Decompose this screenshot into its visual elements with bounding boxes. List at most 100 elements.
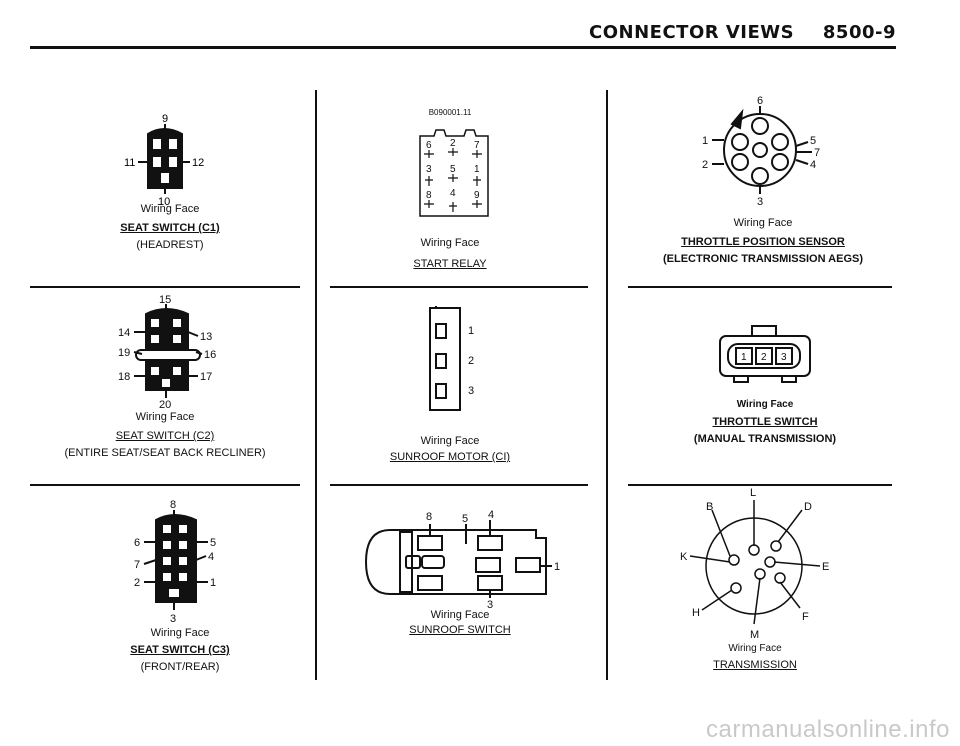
connector-name: THROTTLE SWITCH xyxy=(712,416,818,428)
pin-label: 3 xyxy=(487,599,493,611)
pin-label: 6 xyxy=(426,140,432,151)
throttle-switch-diagram: 1 2 3 xyxy=(719,325,811,383)
wiring-face-label: Wiring Face xyxy=(140,203,200,215)
pin-label: 5 xyxy=(210,537,216,549)
throttle-position-sensor-caption: Wiring Face THROTTLE POSITION SENSOR (EL… xyxy=(618,216,908,266)
pin-label: 3 xyxy=(757,196,763,208)
seat-switch-c3-caption: Wiring Face SEAT SWITCH (C3) (FRONT/REAR… xyxy=(100,626,260,674)
row-divider xyxy=(330,484,588,486)
pin-label: 1 xyxy=(702,135,708,147)
pin-label: B xyxy=(706,501,713,513)
seat-switch-c2-caption: Wiring Face SEAT SWITCH (C2) (ENTIRE SEA… xyxy=(30,410,300,460)
pin-label: 14 xyxy=(118,327,130,339)
pin-label: 15 xyxy=(159,294,171,306)
pin-label: 7 xyxy=(474,140,480,151)
pin-label: D xyxy=(804,501,812,513)
column-divider-right xyxy=(606,90,608,680)
seat-switch-c1-caption: Wiring Face SEAT SWITCH (C1) (HEADREST) xyxy=(90,202,250,252)
start-relay-caption: Wiring Face START RELAY xyxy=(380,236,520,271)
pin-label: 1 xyxy=(554,561,560,573)
wiring-face-label: Wiring Face xyxy=(728,643,782,654)
pin-label: 18 xyxy=(118,371,130,383)
sunroof-motor-caption: Wiring Face SUNROOF MOTOR (CI) xyxy=(370,434,530,464)
pin-label: 3 xyxy=(468,385,474,397)
pin-label: 5 xyxy=(462,513,468,525)
pin-label: 3 xyxy=(170,613,176,625)
pin-label: 1 xyxy=(210,577,216,589)
pin-label: 4 xyxy=(488,509,494,521)
pin-label: 2 xyxy=(468,355,474,367)
pin-label: 17 xyxy=(200,371,212,383)
connector-name: SUNROOF MOTOR (CI) xyxy=(389,451,511,463)
pin-label: 4 xyxy=(810,159,816,171)
pin-label: 13 xyxy=(200,331,212,343)
row-divider xyxy=(30,484,300,486)
connector-subtitle: (MANUAL TRANSMISSION) xyxy=(693,433,837,445)
pin-label: 11 xyxy=(124,157,135,169)
pin-label: 9 xyxy=(474,190,480,201)
pin-label: 4 xyxy=(208,551,214,563)
pin-label: 8 xyxy=(170,499,176,511)
seat-switch-c3-diagram: 8 6 5 7 4 2 1 3 xyxy=(134,499,216,625)
wiring-face-label: Wiring Face xyxy=(150,627,210,639)
connector-name: SEAT SWITCH (C3) xyxy=(130,644,230,656)
row-divider xyxy=(628,286,892,288)
pin-label: M xyxy=(750,629,759,641)
pin-label: 8 xyxy=(426,511,432,523)
throttle-position-sensor-diagram: 6 1 5 7 2 4 3 xyxy=(702,95,820,208)
header-title: CONNECTOR VIEWS xyxy=(589,22,795,43)
wiring-face-label: Wiring Face xyxy=(420,435,480,447)
row-divider xyxy=(330,286,588,288)
pin-label: 3 xyxy=(781,352,787,363)
throttle-switch-caption: Wiring Face THROTTLE SWITCH (MANUAL TRAN… xyxy=(660,398,870,446)
page-header: CONNECTOR VIEWS 8500-9 xyxy=(567,22,896,43)
connector-subtitle: (ELECTRONIC TRANSMISSION AEGS) xyxy=(662,253,864,265)
pin-label: 16 xyxy=(204,349,216,361)
connector-name: SUNROOF SWITCH xyxy=(409,624,511,636)
connector-name: START RELAY xyxy=(413,258,487,270)
pin-label: 1 xyxy=(741,352,747,363)
pin-label: K xyxy=(680,551,688,563)
wiring-face-label: Wiring Face xyxy=(135,411,195,423)
pin-label: 6 xyxy=(134,537,140,549)
pin-label: 2 xyxy=(450,138,456,149)
pin-label: 1 xyxy=(468,325,474,337)
pin-label: F xyxy=(802,611,809,623)
header-rule xyxy=(30,46,896,49)
seat-switch-c1-diagram: 9 11 12 10 xyxy=(124,113,204,208)
connector-subtitle: (FRONT/REAR) xyxy=(140,661,220,673)
start-relay-diagram: 6 2 7 3 5 1 8 4 9 xyxy=(419,129,489,217)
column-divider-left xyxy=(315,90,317,680)
transmission-caption: Wiring Face TRANSMISSION xyxy=(690,642,820,672)
pin-label: 3 xyxy=(426,164,432,175)
connector-name: SEAT SWITCH (C2) xyxy=(115,430,215,442)
connector-subtitle: (HEADREST) xyxy=(136,239,204,251)
pin-label: 2 xyxy=(761,352,767,363)
pin-label: 10 xyxy=(158,196,170,208)
connector-subtitle: (ENTIRE SEAT/SEAT BACK RECLINER) xyxy=(64,447,266,459)
pin-label: H xyxy=(692,607,700,619)
header-page-number: 8500-9 xyxy=(822,22,896,43)
wiring-face-label: Wiring Face xyxy=(733,217,793,229)
pin-label: 8 xyxy=(426,190,432,201)
row-divider xyxy=(30,286,300,288)
pin-label: 6 xyxy=(757,95,763,107)
pin-label: 7 xyxy=(134,559,140,571)
pin-label: E xyxy=(822,561,829,573)
seat-switch-c2-diagram: 15 14 13 19 16 18 17 20 xyxy=(118,294,216,411)
sunroof-switch-diagram: 8 5 4 1 3 xyxy=(364,509,560,611)
sunroof-motor-diagram: 1 2 3 xyxy=(429,304,474,411)
connector-name: TRANSMISSION xyxy=(713,659,797,671)
pin-label: L xyxy=(750,487,756,499)
pin-label: 5 xyxy=(450,164,456,175)
pin-label: 20 xyxy=(159,399,171,411)
pin-label: 1 xyxy=(474,164,480,175)
wiring-face-label: Wiring Face xyxy=(736,399,794,410)
start-relay-code: B090001.11 xyxy=(428,108,472,117)
wiring-face-label: Wiring Face xyxy=(420,237,480,249)
pin-label: 19 xyxy=(118,347,130,359)
pin-label: 2 xyxy=(702,159,708,171)
row-divider xyxy=(628,484,892,486)
pin-label: 9 xyxy=(162,113,168,125)
pin-label: 12 xyxy=(192,157,204,169)
